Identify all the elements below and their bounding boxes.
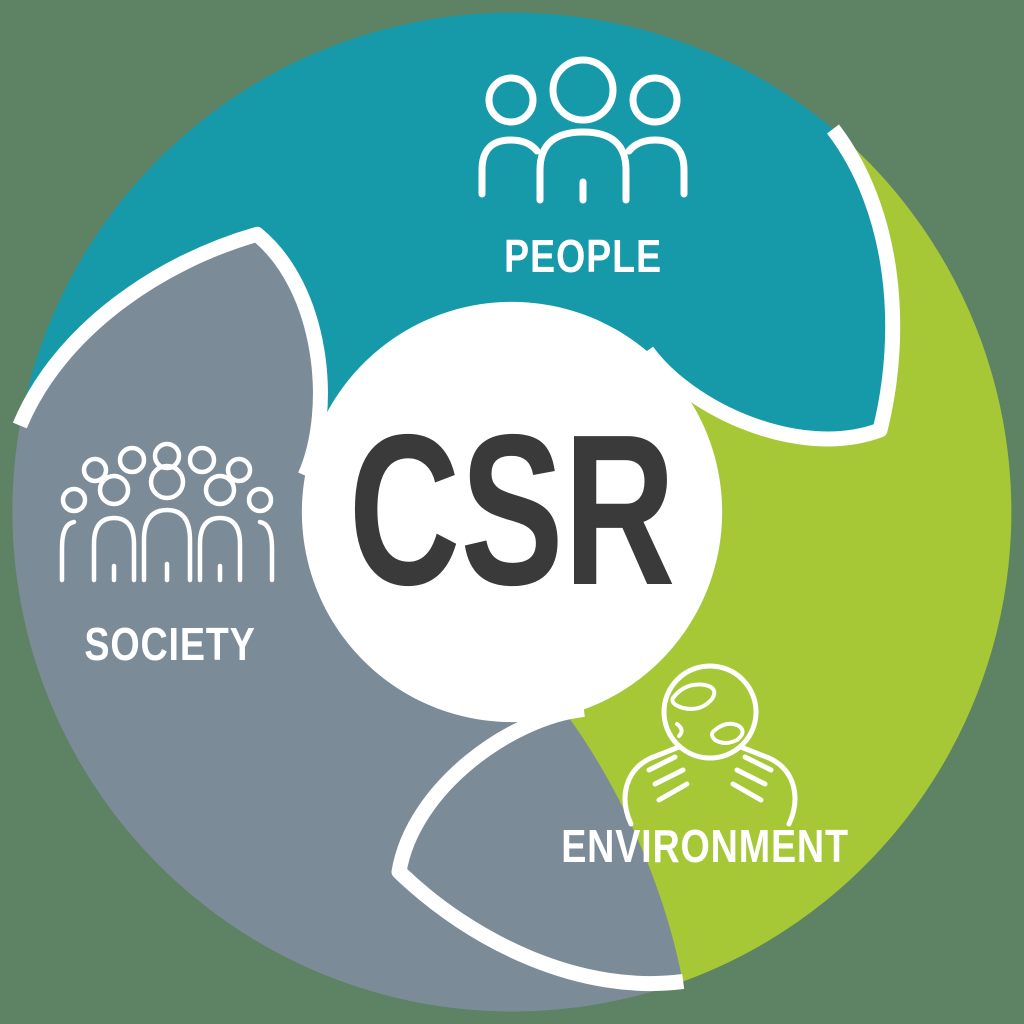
center-label: CSR	[349, 389, 676, 630]
segment-label-people: PEOPLE	[504, 230, 662, 281]
cradling-hands	[622, 744, 798, 827]
people-icon	[478, 56, 688, 204]
segment-label-society: SOCIETY	[84, 618, 255, 669]
globe-continents	[670, 682, 745, 745]
segment-label-environment: ENVIRONMENT	[561, 820, 849, 871]
globe-in-hands-icon	[622, 663, 798, 827]
society-crowd-icon	[59, 441, 275, 583]
center-circle	[314, 314, 710, 710]
